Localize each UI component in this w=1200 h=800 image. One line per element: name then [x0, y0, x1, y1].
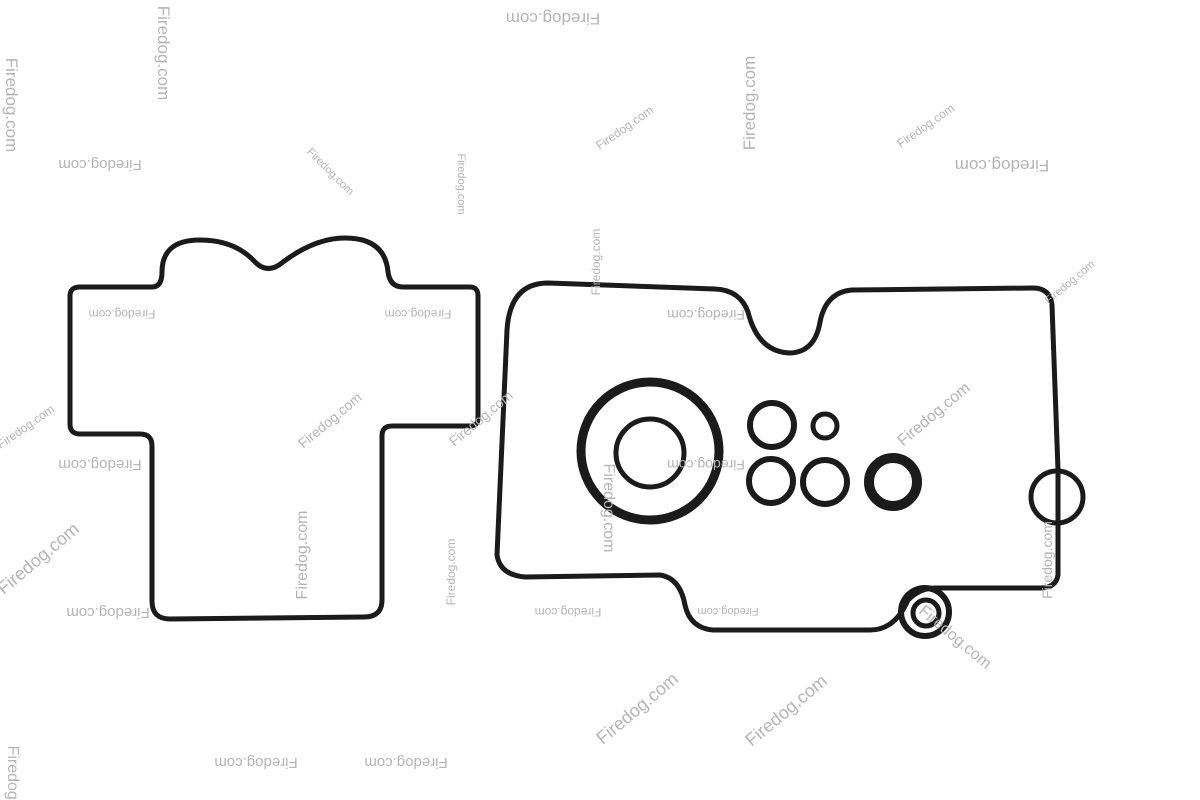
watermark-text: Firedog.com	[0, 402, 57, 452]
watermark-text: Firedog.com	[506, 9, 600, 28]
watermark-text: Firedog.com	[4, 746, 21, 800]
left-gasket	[67, 235, 481, 622]
watermark-text: Firedog.com	[894, 101, 957, 151]
watermark-layer: Firedog.com Firedog.com Firedog.com Fire…	[0, 6, 1097, 800]
watermark-text: Firedog.com	[600, 464, 617, 553]
watermark-text: Firedog.com	[593, 103, 656, 153]
watermark-text: Firedog.com	[667, 457, 745, 473]
watermark-text: Firedog.com	[0, 519, 83, 599]
watermark-text: Firedog.com	[66, 604, 149, 621]
watermark-text: Firedog.com	[444, 539, 458, 606]
small-o-ring-bottom-left	[746, 456, 796, 506]
small-o-ring-bottom-mid	[800, 457, 850, 507]
watermark-text: Firedog.com	[385, 307, 452, 321]
watermark-text: Firedog.com	[589, 229, 603, 296]
right-gasket	[494, 280, 1061, 633]
watermark-text: Firedog.com	[667, 307, 745, 323]
watermark-text: Firedog.com	[1039, 521, 1055, 599]
watermark-text: Firedog.com	[535, 605, 602, 619]
grommet-outer	[898, 585, 952, 639]
watermark-text: Firedog.com	[304, 146, 356, 198]
watermark-text: Firedog.com	[364, 754, 447, 771]
large-o-ring	[576, 377, 724, 525]
watermark-text: Firedog.com	[740, 56, 759, 150]
grommet-inner	[910, 597, 942, 629]
gasket-side-boss	[1028, 468, 1086, 526]
watermark-text: Firedog.com	[58, 156, 141, 173]
watermark-text: Firedog.com	[2, 58, 21, 152]
watermark-text: Firedog.com	[697, 605, 758, 617]
watermark-text: Firedog.com	[741, 671, 830, 751]
watermark-text: Firedog.com	[955, 156, 1049, 175]
watermark-text: Firedog.com	[295, 389, 365, 451]
thick-o-ring	[864, 453, 922, 511]
tiny-o-ring	[810, 411, 840, 441]
watermark-text: Firedog.com	[58, 456, 141, 473]
watermark-text: Firedog.com	[895, 379, 974, 449]
medium-o-ring	[613, 416, 687, 490]
watermark-text: Firedog.com	[214, 754, 297, 771]
watermark-text: Firedog.com	[294, 511, 311, 600]
watermark-text: Firedog.com	[89, 307, 156, 321]
watermark-text: Firedog.com	[592, 669, 681, 749]
watermark-text: Firedog.com	[1043, 258, 1098, 306]
watermark-text: Firedog.com	[154, 6, 173, 100]
small-o-ring-top	[747, 400, 797, 450]
watermark-text: Firedog.com	[455, 153, 467, 214]
